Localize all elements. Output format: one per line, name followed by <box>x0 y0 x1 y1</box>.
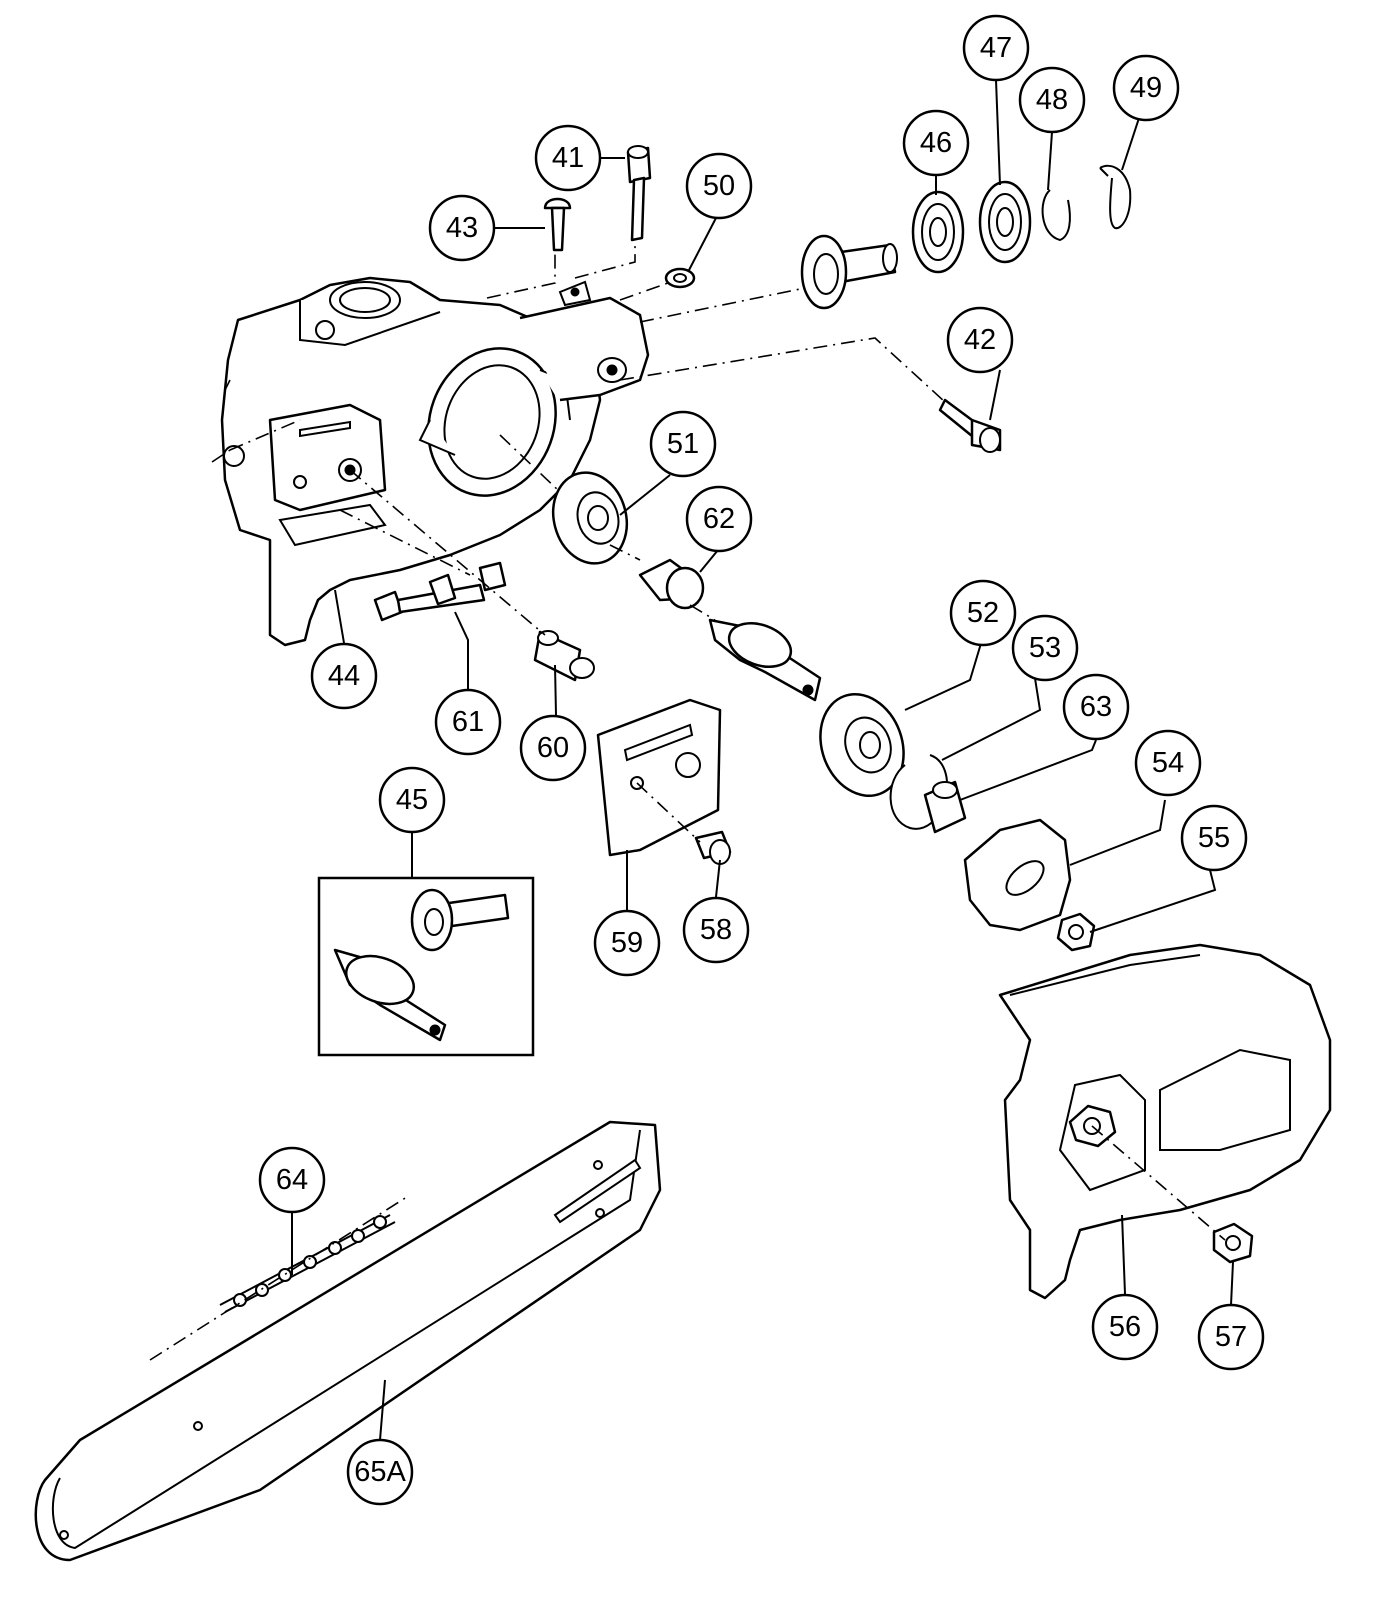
callout-60: 60 <box>519 714 587 782</box>
callout-label-65a: 65A <box>354 1456 406 1488</box>
washer-50 <box>664 267 696 289</box>
callout-label-42: 42 <box>964 324 996 356</box>
callout-label-51: 51 <box>667 428 699 460</box>
callout-label-53: 53 <box>1029 632 1061 664</box>
side-cover-56 <box>998 943 1332 1300</box>
assembly-lines <box>149 240 1226 1361</box>
guide-bar-65a <box>34 1120 662 1562</box>
callout-43: 43 <box>428 194 496 262</box>
callout-53: 53 <box>1011 614 1079 682</box>
pin-58 <box>694 830 732 865</box>
bearing-47 <box>978 180 1032 264</box>
callout-label-46: 46 <box>920 127 952 159</box>
nut-55 <box>1056 912 1096 952</box>
callout-label-41: 41 <box>552 142 584 174</box>
callout-48: 48 <box>1018 66 1086 134</box>
nut-57 <box>1212 1222 1254 1264</box>
callout-44: 44 <box>310 642 378 710</box>
callout-42: 42 <box>946 306 1014 374</box>
callout-57: 57 <box>1197 1303 1265 1371</box>
callout-51: 51 <box>649 410 717 478</box>
callout-47: 47 <box>962 14 1030 82</box>
callout-label-50: 50 <box>703 170 735 202</box>
clutch-drum-52 <box>819 693 905 797</box>
callout-52: 52 <box>949 579 1017 647</box>
callout-65a: 65A <box>346 1438 414 1506</box>
callout-62: 62 <box>685 485 753 553</box>
sprocket-shaft <box>708 618 822 702</box>
callout-label-47: 47 <box>980 32 1012 64</box>
screw-43 <box>543 197 572 252</box>
callout-label-56: 56 <box>1109 1311 1141 1343</box>
callout-63: 63 <box>1062 673 1130 741</box>
leader-lines <box>291 79 1234 1441</box>
callout-label-49: 49 <box>1130 72 1162 104</box>
callout-label-62: 62 <box>703 503 735 535</box>
bolt-42 <box>938 398 1002 453</box>
callout-label-55: 55 <box>1198 822 1230 854</box>
callout-label-43: 43 <box>446 212 478 244</box>
snap-ring-48 <box>1041 189 1071 242</box>
callout-45: 45 <box>378 766 446 834</box>
callout-50: 50 <box>685 152 753 220</box>
gear-housing <box>220 276 650 647</box>
callout-56: 56 <box>1091 1293 1159 1361</box>
callout-41: 41 <box>534 124 602 192</box>
input-shaft <box>800 234 898 310</box>
callout-label-64: 64 <box>276 1164 308 1196</box>
callout-label-60: 60 <box>537 732 569 764</box>
callout-label-57: 57 <box>1215 1321 1247 1353</box>
callout-54: 54 <box>1134 729 1202 797</box>
callout-64: 64 <box>258 1146 326 1214</box>
washer-plate-54 <box>963 818 1072 932</box>
callout-55: 55 <box>1180 804 1248 872</box>
callout-label-52: 52 <box>967 597 999 629</box>
plate-59 <box>596 698 722 857</box>
bolt-41 <box>626 145 652 242</box>
callout-49: 49 <box>1112 54 1180 122</box>
callout-61: 61 <box>434 688 502 756</box>
callout-label-48: 48 <box>1036 84 1068 116</box>
callout-label-54: 54 <box>1152 747 1184 779</box>
callout-label-58: 58 <box>700 914 732 946</box>
bearing-46 <box>911 190 965 274</box>
bearing-51 <box>551 471 629 565</box>
bushing-62 <box>638 558 705 610</box>
circlip-49 <box>1099 164 1132 230</box>
callout-58: 58 <box>682 896 750 964</box>
kit-45 <box>317 876 535 1057</box>
callout-label-44: 44 <box>328 660 360 692</box>
bushing-63 <box>923 780 967 834</box>
callout-label-59: 59 <box>611 927 643 959</box>
callout-label-63: 63 <box>1080 691 1112 723</box>
pin-60 <box>533 630 595 682</box>
callout-label-45: 45 <box>396 784 428 816</box>
callout-59: 59 <box>593 909 661 977</box>
callout-label-61: 61 <box>452 706 484 738</box>
bolt-61 <box>373 561 507 622</box>
callout-46: 46 <box>902 109 970 177</box>
